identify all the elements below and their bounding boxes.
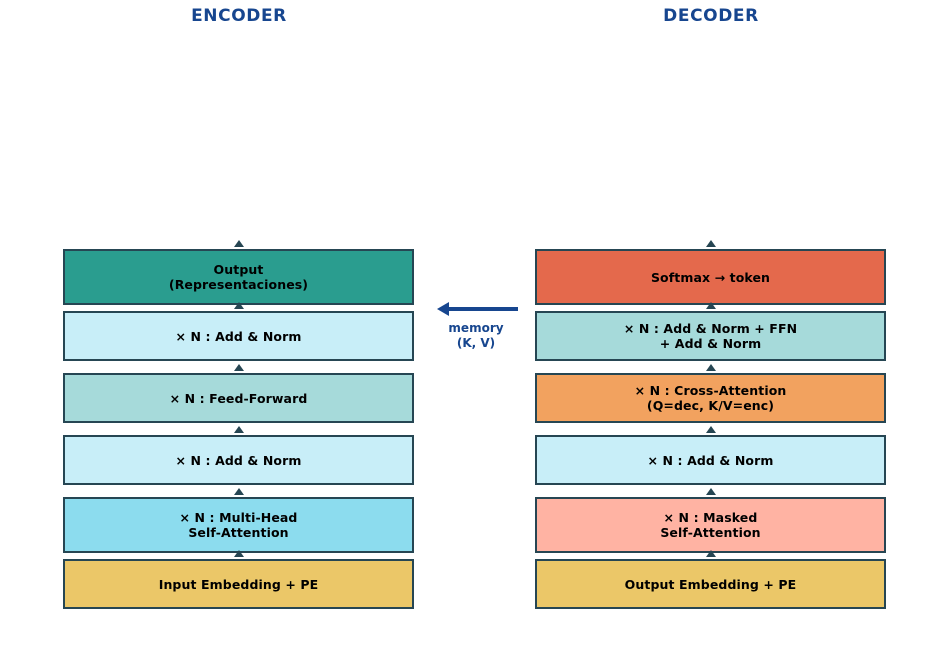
decoder-block-2[interactable]: × N : Cross-Attention (Q=dec, K/V=enc) xyxy=(535,373,886,423)
decoder-column-title: DECODER xyxy=(663,6,759,26)
encoder-connector-arrow-4-icon xyxy=(233,488,244,495)
encoder-block-2[interactable]: × N : Feed-Forward xyxy=(63,373,414,423)
memory-arrow-left-icon xyxy=(437,302,449,316)
encoder-connector-arrow-0-icon xyxy=(233,240,244,247)
decoder-block-3[interactable]: × N : Add & Norm xyxy=(535,435,886,485)
encoder-connector-arrow-3-icon xyxy=(233,426,244,433)
encoder-connector-arrow-1-icon xyxy=(233,302,244,309)
decoder-connector-arrow-4-icon xyxy=(705,488,716,495)
encoder-connector-arrow-2-icon xyxy=(233,364,244,371)
decoder-block-4[interactable]: × N : Masked Self-Attention xyxy=(535,497,886,553)
encoder-block-4[interactable]: × N : Multi-Head Self-Attention xyxy=(63,497,414,553)
decoder-block-5[interactable]: Output Embedding + PE xyxy=(535,559,886,609)
decoder-block-4-label: × N : Masked Self-Attention xyxy=(660,510,761,540)
decoder-block-5-label: Output Embedding + PE xyxy=(624,576,797,592)
decoder-block-0[interactable]: Softmax → token xyxy=(535,249,886,305)
encoder-block-2-label: × N : Feed-Forward xyxy=(169,390,308,406)
decoder-block-2-label: × N : Cross-Attention (Q=dec, K/V=enc) xyxy=(634,383,787,413)
encoder-block-1-label: × N : Add & Norm xyxy=(175,328,302,344)
encoder-block-4-label: × N : Multi-Head Self-Attention xyxy=(179,510,298,540)
encoder-block-5-label: Input Embedding + PE xyxy=(158,576,319,592)
encoder-connector-arrow-5-icon xyxy=(233,550,244,557)
encoder-block-0-label: Output (Representaciones) xyxy=(168,262,309,292)
decoder-connector-arrow-0-icon xyxy=(705,240,716,247)
decoder-connector-arrow-1-icon xyxy=(705,302,716,309)
decoder-block-1-label: × N : Add & Norm + FFN + Add & Norm xyxy=(623,321,798,351)
encoder-block-3-label: × N : Add & Norm xyxy=(175,452,302,468)
decoder-block-1[interactable]: × N : Add & Norm + FFN + Add & Norm xyxy=(535,311,886,361)
decoder-connector-arrow-3-icon xyxy=(705,426,716,433)
decoder-block-0-label: Softmax → token xyxy=(650,269,771,285)
encoder-block-3[interactable]: × N : Add & Norm xyxy=(63,435,414,485)
memory-arrow-line xyxy=(445,307,518,311)
decoder-connector-arrow-2-icon xyxy=(705,364,716,371)
decoder-connector-arrow-5-icon xyxy=(705,550,716,557)
encoder-block-0[interactable]: Output (Representaciones) xyxy=(63,249,414,305)
encoder-block-5[interactable]: Input Embedding + PE xyxy=(63,559,414,609)
memory-connection: memory (K, V) xyxy=(432,296,520,358)
decoder-block-3-label: × N : Add & Norm xyxy=(647,452,774,468)
memory-label: memory (K, V) xyxy=(448,321,504,350)
encoder-block-1[interactable]: × N : Add & Norm xyxy=(63,311,414,361)
encoder-column-title: ENCODER xyxy=(191,6,287,26)
